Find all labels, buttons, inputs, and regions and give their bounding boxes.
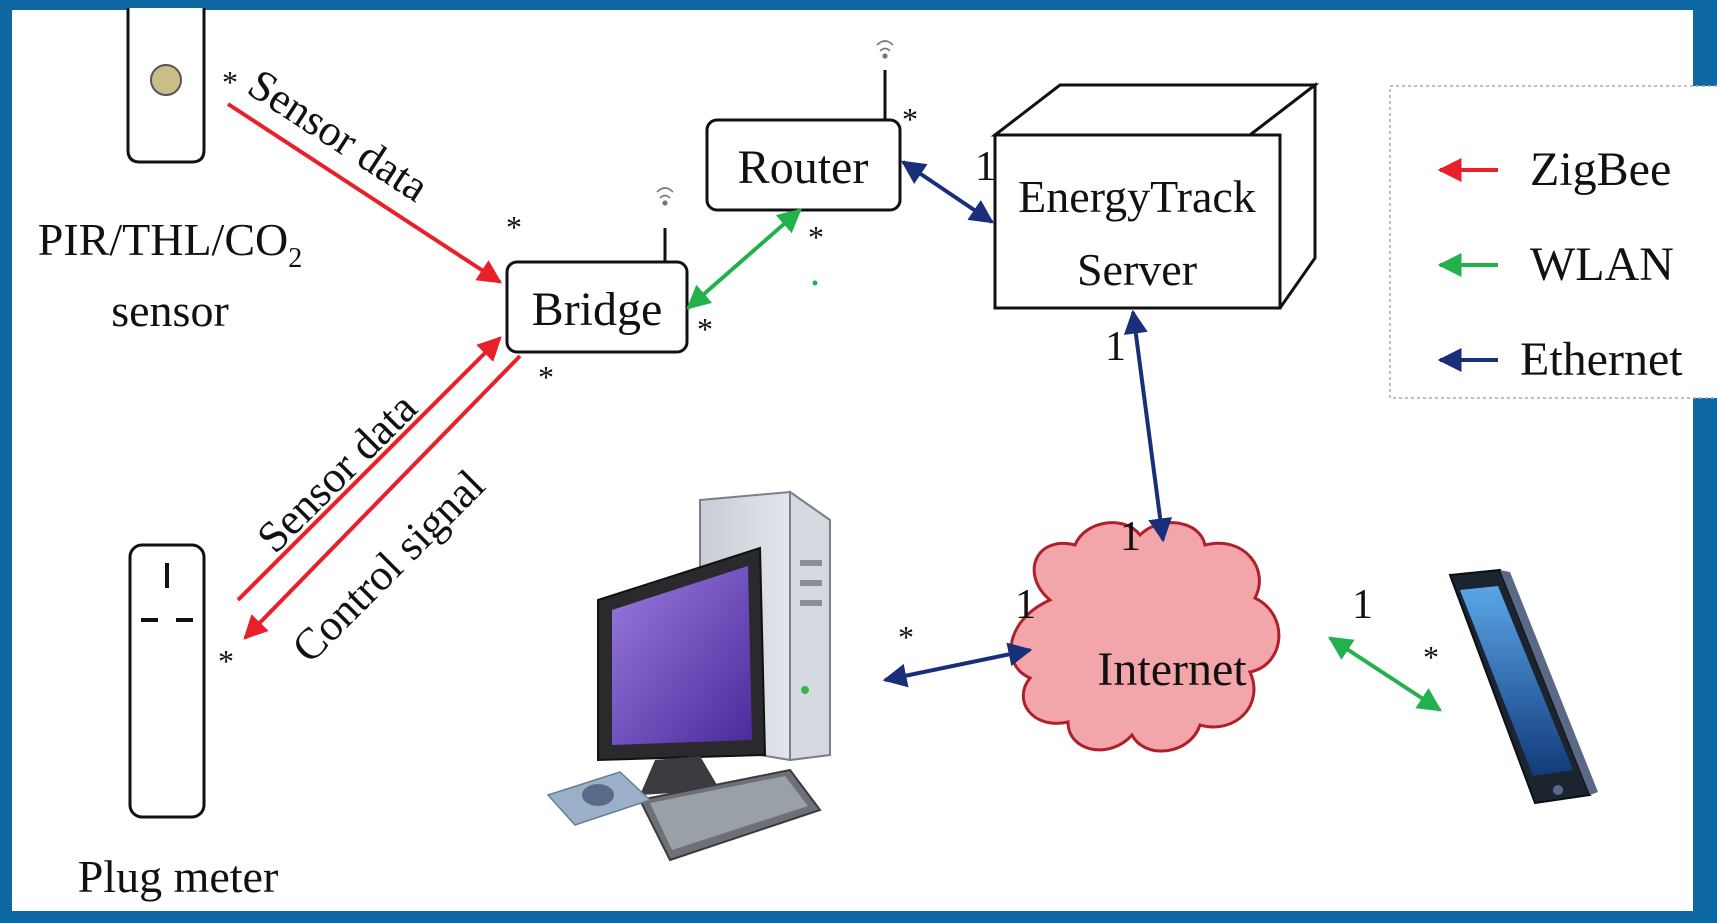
mult-server-internet: 1 — [1105, 324, 1126, 370]
legend-item-zigbee: ZigBee — [1437, 143, 1671, 196]
mult-phone: * — [1423, 639, 1439, 675]
legend-label-wlan: WLAN — [1530, 238, 1674, 291]
mult-router-bottom: * — [808, 219, 824, 255]
mult-internet-left: 1 — [1015, 582, 1036, 628]
server-label-line2: Server — [1077, 244, 1197, 295]
edge-router-server — [901, 160, 994, 224]
pir-sensor-label: PIR/THL/CO2 — [38, 214, 302, 274]
pir-sensor-label-line2: sensor — [111, 285, 229, 336]
server-label-line1: EnergyTrack — [1018, 171, 1256, 222]
wifi-icon — [876, 40, 894, 59]
internet-label: Internet — [1097, 643, 1247, 696]
edge-sensor-to-bridge — [226, 102, 503, 284]
stray-dot — [812, 280, 818, 286]
bridge-label: Bridge — [532, 283, 663, 336]
mult-plug: * — [218, 643, 234, 679]
edge-bridge-to-plug — [243, 354, 522, 640]
plug-meter-device — [128, 543, 206, 819]
legend-item-ethernet: Ethernet — [1437, 333, 1683, 386]
mult-internet-right: 1 — [1352, 582, 1373, 628]
legend-item-wlan: WLAN — [1437, 238, 1674, 291]
mult-server-router: 1 — [975, 144, 996, 190]
mult-bridge-top: * — [506, 209, 522, 245]
sensor-lens-icon — [150, 64, 182, 96]
internet-cloud-icon: Internet — [1009, 521, 1281, 753]
multiplicity-markers: * * * * * * * 1 1 1 1 1 * * — [218, 64, 1439, 679]
mult-computer: * — [898, 619, 914, 655]
edge-internet-phone — [1327, 636, 1443, 712]
mult-internet-top: 1 — [1120, 514, 1141, 560]
edge-plug-to-bridge — [236, 336, 502, 602]
energytrack-server-node: EnergyTrack Server — [990, 81, 1320, 310]
mult-router-top: * — [902, 101, 918, 137]
mult-bridge-bottom: * — [538, 359, 554, 395]
plug-meter-label: Plug meter — [78, 851, 279, 902]
legend: ZigBee WLAN Ethernet — [1389, 85, 1717, 399]
router-node: Router — [705, 40, 902, 212]
legend-label-zigbee: ZigBee — [1530, 143, 1671, 196]
wifi-icon — [656, 187, 674, 206]
desktop-computer-icon — [546, 490, 831, 862]
smartphone-icon — [1448, 568, 1598, 805]
mult-sensor: * — [222, 64, 238, 100]
router-label: Router — [738, 141, 869, 194]
edge-server-internet — [1123, 309, 1173, 543]
edge-bridge-router — [686, 208, 802, 310]
legend-label-ethernet: Ethernet — [1520, 333, 1683, 386]
edge-computer-internet — [882, 642, 1033, 688]
pir-sensor-device — [126, 8, 206, 164]
mult-bridge-right: * — [697, 311, 713, 347]
bridge-node: Bridge — [505, 187, 689, 354]
edge-label-sensor-data-top: Sensor data — [240, 59, 438, 211]
